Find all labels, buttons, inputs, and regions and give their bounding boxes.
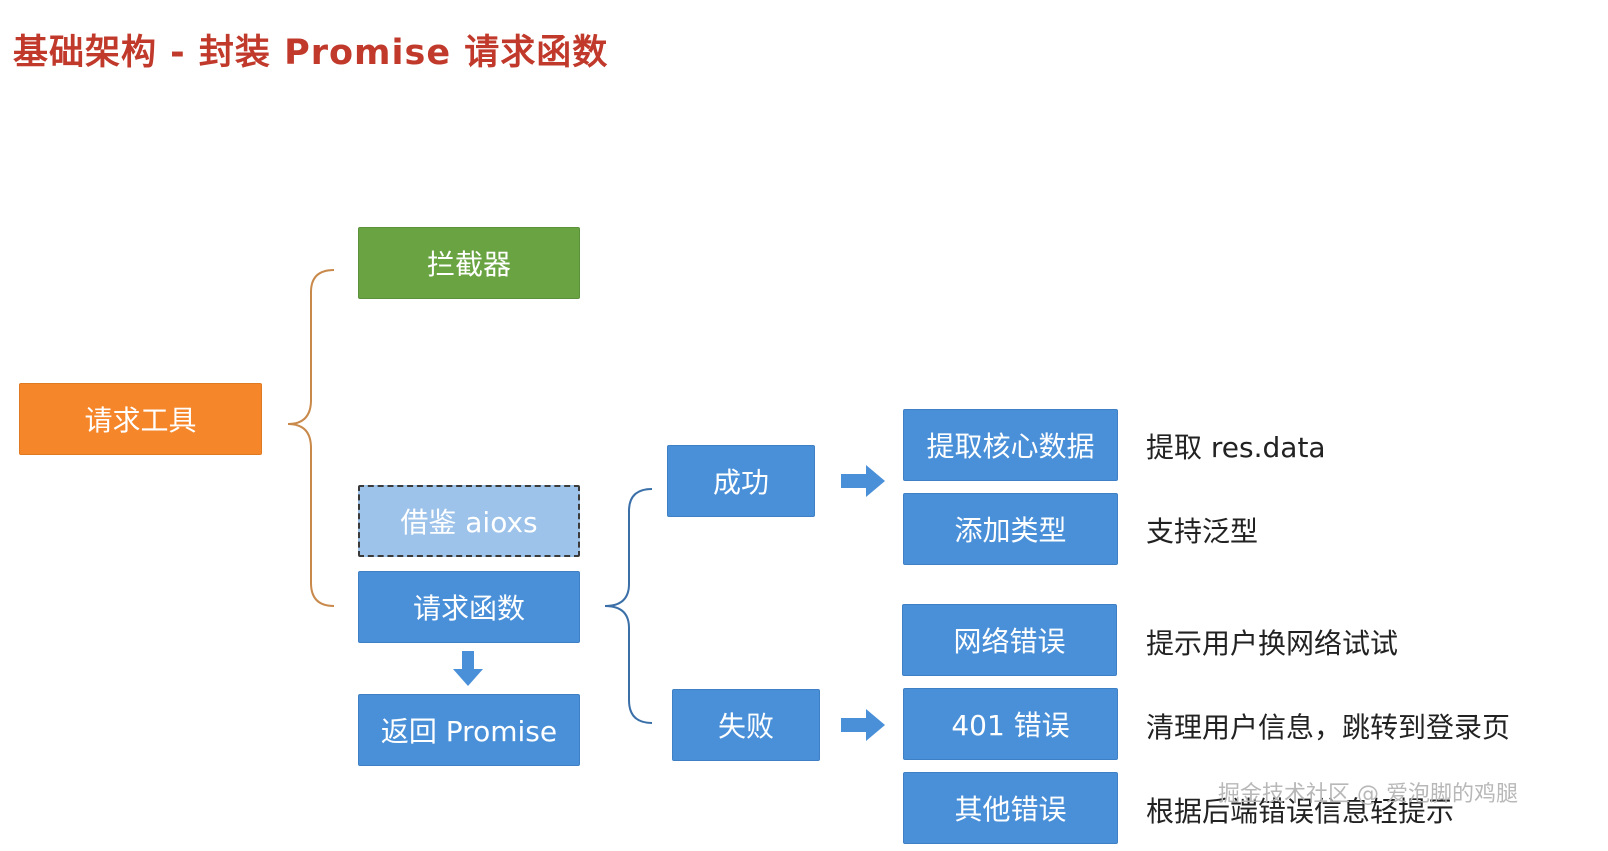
note-add-types: 支持泛型 — [1146, 515, 1259, 548]
brace-request-function — [604, 488, 653, 724]
node-request-function: 请求函数 — [358, 571, 580, 643]
page-title: 基础架构 - 封装 Promise 请求函数 — [13, 33, 609, 73]
note-401-error: 清理用户信息，跳转到登录页 — [1146, 711, 1511, 744]
node-success: 成功 — [667, 445, 815, 517]
node-401-error: 401 错误 — [903, 688, 1118, 760]
note-other-error: 根据后端错误信息轻提示 — [1146, 795, 1455, 828]
watermark: 掘金技术社区 @ 爱泡脚的鸡腿 — [1218, 782, 1518, 807]
arrow-right-icon-failure — [841, 709, 885, 741]
note-network-error: 提示用户换网络试试 — [1146, 627, 1399, 660]
arrow-down-icon — [453, 651, 483, 686]
node-reference-axios: 借鉴 aioxs — [358, 485, 580, 557]
node-request-tool: 请求工具 — [19, 383, 262, 455]
node-return-promise: 返回 Promise — [358, 694, 580, 766]
node-interceptor: 拦截器 — [358, 227, 580, 299]
node-add-types: 添加类型 — [903, 493, 1118, 565]
node-extract-data: 提取核心数据 — [903, 409, 1118, 481]
arrow-right-icon-success — [841, 465, 885, 497]
note-extract-data: 提取 res.data — [1146, 431, 1326, 464]
brace-request-tool — [287, 269, 335, 607]
node-network-error: 网络错误 — [902, 604, 1117, 676]
node-failure: 失败 — [672, 689, 820, 761]
node-other-error: 其他错误 — [903, 772, 1118, 844]
